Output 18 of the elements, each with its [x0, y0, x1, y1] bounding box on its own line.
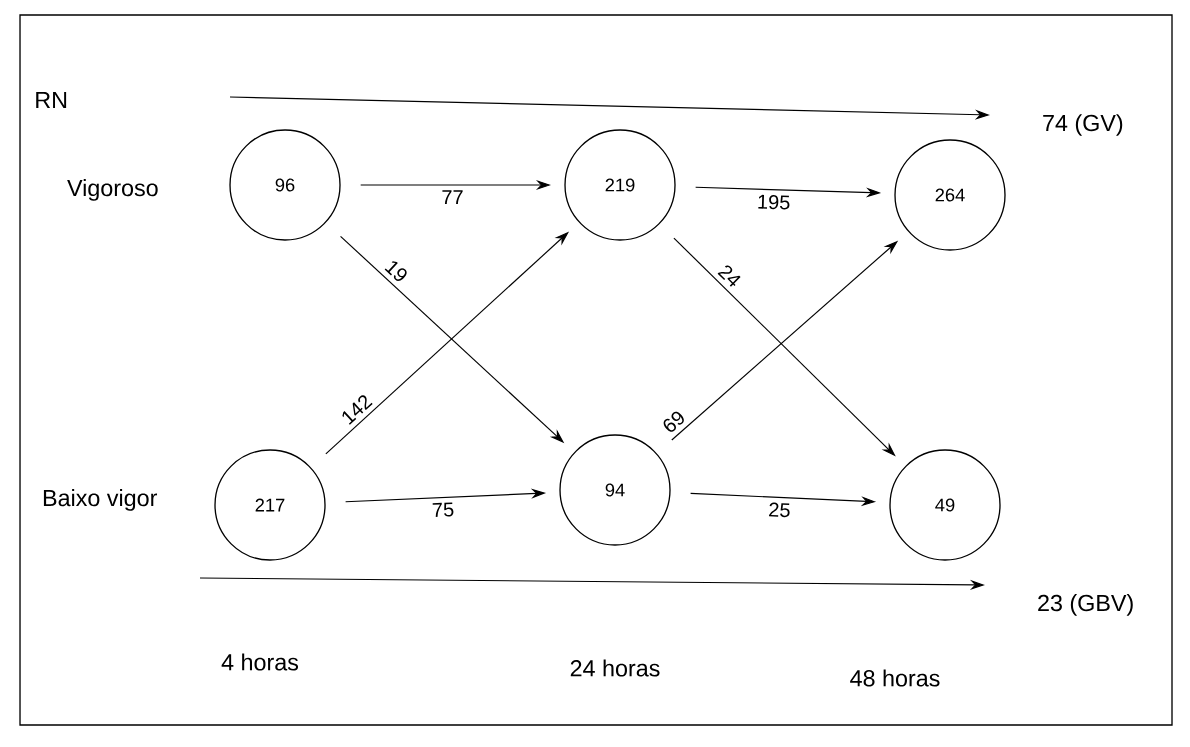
edge-label: 24: [714, 260, 745, 291]
edge-label: 195: [755, 192, 793, 212]
edge-label: 69: [658, 406, 690, 437]
edge-label: 19: [381, 255, 412, 287]
edge-label: 25: [766, 500, 793, 520]
edge-label: 77: [439, 188, 466, 206]
circle-node: 217: [214, 449, 326, 561]
circle-node: 96: [229, 129, 341, 241]
edge-label: 75: [429, 500, 457, 519]
circle-node: 94: [559, 434, 671, 546]
circle-node: 219: [564, 129, 676, 241]
axis-label: 48 horas: [850, 669, 940, 687]
axis-label: RN: [36, 92, 67, 109]
edge-label: 142: [336, 390, 376, 429]
axis-label: 4 horas: [221, 653, 299, 671]
circle-node: 49: [889, 449, 1001, 561]
axis-label: 24 horas: [570, 659, 660, 677]
circle-node: 264: [894, 139, 1006, 251]
